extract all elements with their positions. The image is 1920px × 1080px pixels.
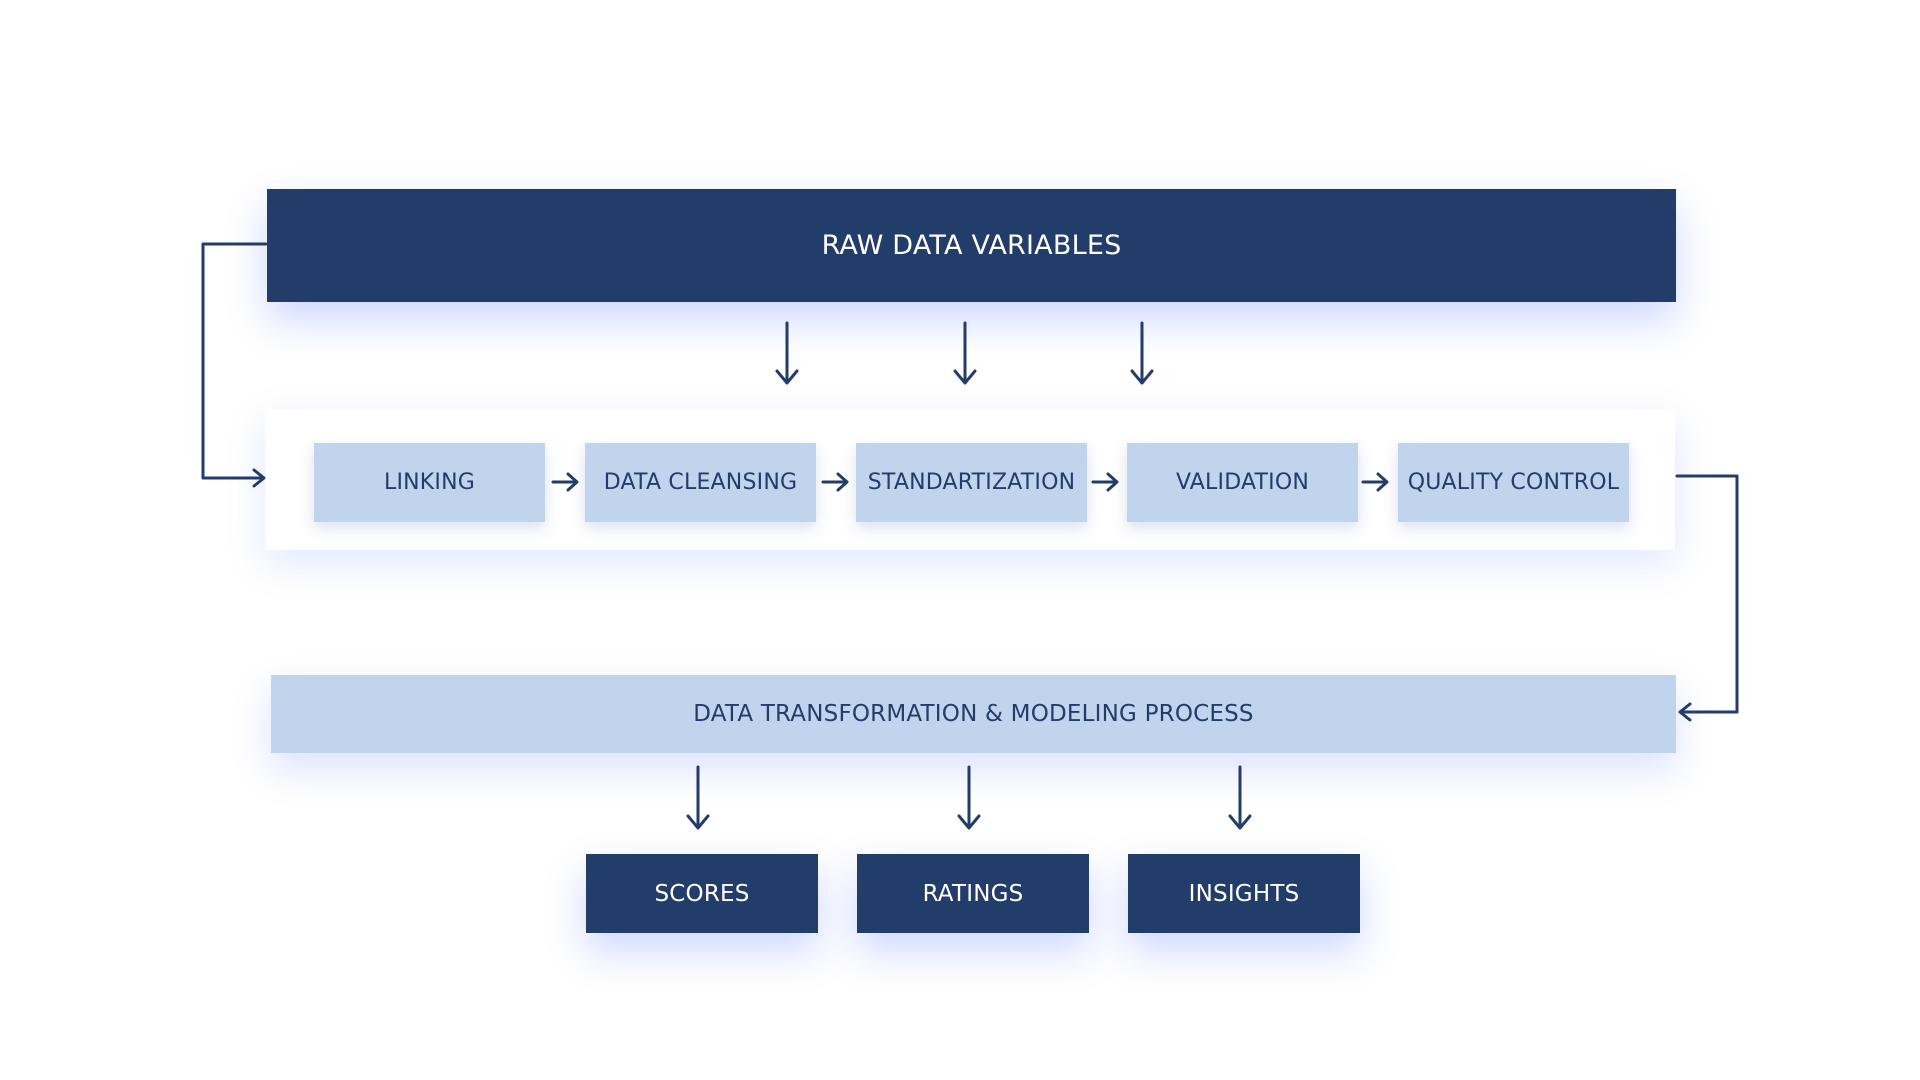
linking-step-label: LINKING [383,470,476,495]
process-to-insights-arrow [1228,765,1252,830]
quality-control-step-label: QUALITY CONTROL [1407,470,1620,495]
process-to-scores-arrow [686,765,710,830]
raw-to-steps-arrow-right [1130,321,1154,385]
transformation-modeling-process-label: DATA TRANSFORMATION & MODELING PROCESS [693,701,1254,727]
raw-data-variables-label: RAW DATA VARIABLES [821,230,1122,261]
quality-control-step-box: QUALITY CONTROL [1398,443,1629,522]
raw-loop-to-steps-arrow [201,242,268,488]
transformation-modeling-process-box: DATA TRANSFORMATION & MODELING PROCESS [271,675,1676,753]
validation-step-label: VALIDATION [1175,470,1310,495]
ratings-output-label: RATINGS [922,880,1024,907]
raw-data-variables-box: RAW DATA VARIABLES [267,189,1676,302]
insights-output-label: INSIGHTS [1188,880,1300,907]
data-cleansing-step-label: DATA CLEANSING [603,470,798,495]
ratings-output-box: RATINGS [857,854,1089,933]
raw-to-steps-arrow-middle [953,321,977,385]
standartization-step-box: STANDARTIZATION [856,443,1087,522]
insights-output-box: INSIGHTS [1128,854,1360,933]
standartization-step-label: STANDARTIZATION [867,470,1076,495]
scores-output-label: SCORES [654,880,750,907]
quality-control-to-process-arrow [1675,474,1739,722]
data-cleansing-step-box: DATA CLEANSING [585,443,816,522]
raw-to-steps-arrow-left [775,321,799,385]
linking-step-box: LINKING [314,443,545,522]
scores-output-box: SCORES [586,854,818,933]
process-to-ratings-arrow [957,765,981,830]
validation-step-box: VALIDATION [1127,443,1358,522]
